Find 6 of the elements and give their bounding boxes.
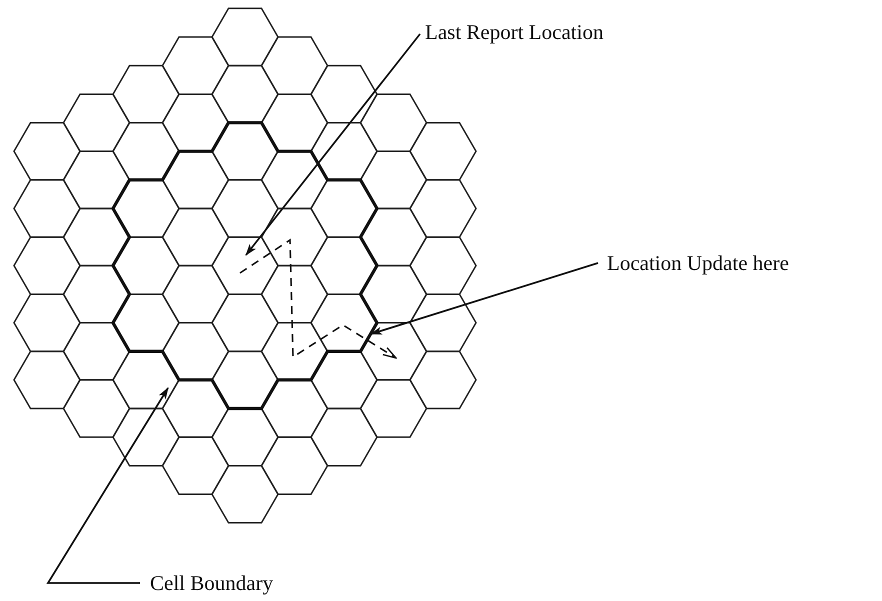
callout-label: Last Report Location	[425, 20, 604, 44]
callout-label: Cell Boundary	[150, 571, 274, 595]
leader-line	[370, 262, 598, 335]
callout-label: Location Update here	[607, 251, 789, 275]
leader-line	[245, 33, 421, 256]
leader-line	[46, 387, 169, 584]
